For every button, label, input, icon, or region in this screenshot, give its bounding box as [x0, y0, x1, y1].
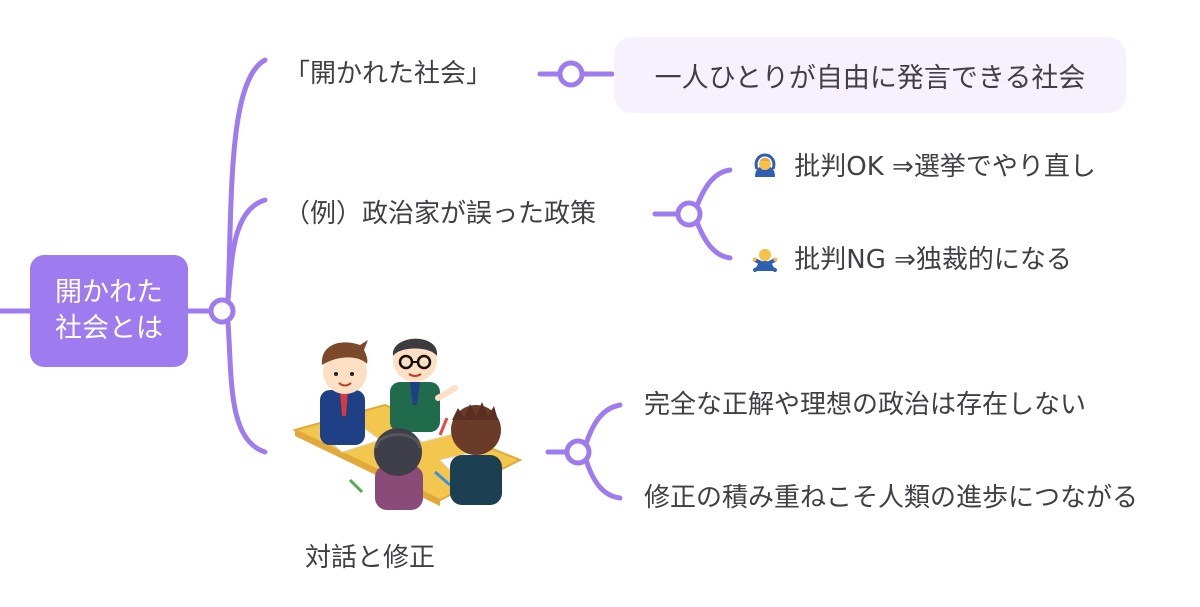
leaf-criticism-ok[interactable]: 批判OK ⇒選挙でやり直し: [752, 150, 1096, 184]
pill-free-speech-society[interactable]: 一人ひとりが自由に発言できる社会: [614, 37, 1126, 113]
branch2-hub-node: [675, 200, 703, 228]
root-hub-node: [208, 297, 236, 325]
meeting-illustration: [290, 320, 530, 510]
leaf-revision-progress[interactable]: 修正の積み重ねこそ人類の進歩につながる: [644, 483, 1139, 513]
pill-label: 一人ひとりが自由に発言できる社会: [654, 62, 1086, 94]
person-gesturing-no-icon: [752, 246, 778, 272]
leaf-label: 批判NG ⇒独裁的になる: [794, 245, 1072, 275]
leaf-no-perfect-answer[interactable]: 完全な正解や理想の政治は存在しない: [644, 390, 1087, 420]
person-gesturing-ok-icon: [752, 153, 778, 179]
branch-example-policy[interactable]: （例）政治家が誤った政策: [284, 199, 597, 229]
branch1-hub-node: [557, 60, 585, 88]
root-label-line2: 社会とは: [55, 313, 163, 344]
root-label-line1: 開かれた: [55, 277, 163, 308]
root-node[interactable]: 開かれた 社会とは: [30, 255, 188, 367]
branch3-hub-node: [564, 438, 592, 466]
branch-open-society[interactable]: 「開かれた社会」: [284, 59, 493, 89]
leaf-label: 批判OK ⇒選挙でやり直し: [794, 152, 1096, 182]
branch-dialogue-revision[interactable]: 対話と修正: [305, 543, 436, 573]
leaf-criticism-ng[interactable]: 批判NG ⇒独裁的になる: [752, 243, 1072, 277]
